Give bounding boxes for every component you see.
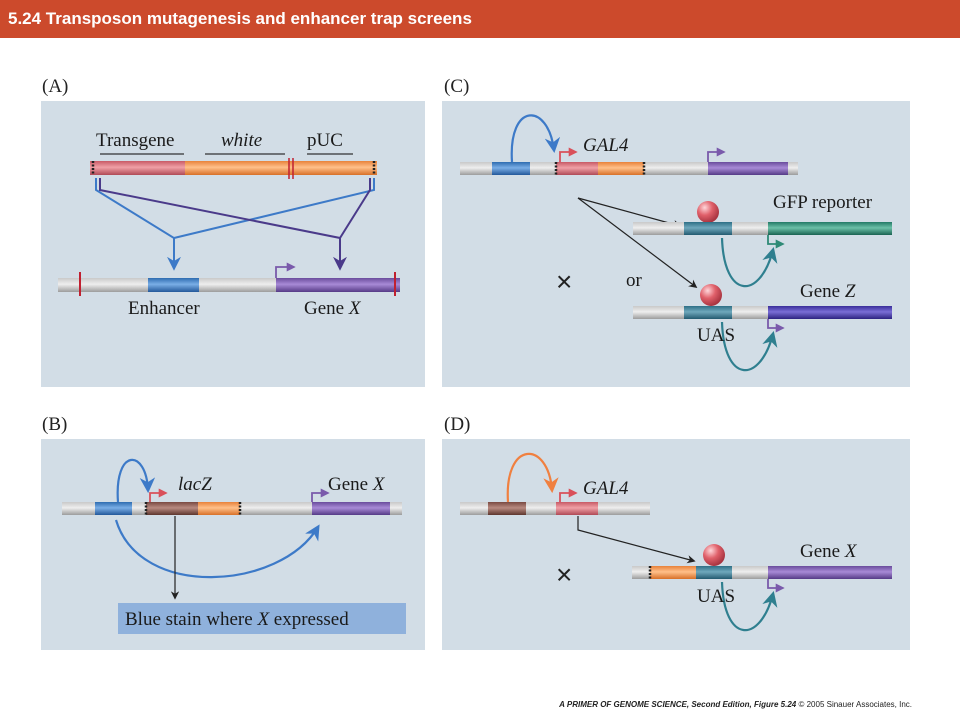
- footer-book-citation: A PRIMER OF GENOME SCIENCE, Second Editi…: [559, 700, 797, 709]
- uas-segment: [696, 566, 732, 579]
- enhancer-segment: [95, 502, 132, 515]
- blue-stain-box: [118, 603, 406, 634]
- enhancer-segment: [488, 502, 526, 515]
- blue-stain-label: Blue stain where X expressed: [125, 609, 349, 630]
- gene-x-segment: [276, 278, 400, 292]
- gene-segment: [708, 162, 788, 175]
- panel-d-box: [442, 439, 910, 650]
- enhancer-label: Enhancer: [128, 298, 200, 319]
- panel-d-diagram: GAL4 × Gene X UAS: [460, 452, 892, 632]
- uas-label: UAS: [697, 586, 735, 607]
- page-title: 5.24 Transposon mutagenesis and enhancer…: [8, 9, 472, 28]
- gal4-label: GAL4: [583, 478, 629, 499]
- white-segment: [650, 566, 696, 579]
- gal4-protein-sphere: [703, 544, 725, 566]
- panel-c-label: (C): [444, 76, 469, 97]
- footer-citation: A PRIMER OF GENOME SCIENCE, Second Editi…: [559, 700, 912, 709]
- panel-a-label: (A): [42, 76, 68, 97]
- panel-a-box: [41, 101, 425, 387]
- white-puc-segment: [185, 161, 377, 175]
- puc-label: pUC: [307, 130, 343, 151]
- gene-x-label: Gene X: [800, 541, 858, 562]
- gfp-segment: [768, 222, 892, 235]
- transgene-label: Transgene: [96, 130, 174, 151]
- panel-b-label: (B): [42, 414, 67, 435]
- uas-segment: [684, 222, 732, 235]
- enhancer-segment: [492, 162, 530, 175]
- panel-c-box: [442, 101, 910, 387]
- panel-c-diagram: GAL4 GFP reporter × or Gene Z UAS: [460, 114, 892, 372]
- gene-z-segment: [768, 306, 892, 319]
- lacz-label: lacZ: [178, 474, 212, 495]
- enhancer-segment: [148, 278, 199, 292]
- cross-symbol: ×: [556, 559, 572, 590]
- uas-segment: [684, 306, 732, 319]
- uas-label: UAS: [697, 325, 735, 346]
- gene-x-label: Gene X: [328, 474, 386, 495]
- gene-x-segment: [312, 502, 390, 515]
- lacz-segment: [146, 502, 198, 515]
- gene-x-segment: [768, 566, 892, 579]
- transgene-segment: [90, 161, 185, 175]
- panel-b-diagram: lacZ Gene X Blue stain where X expressed: [62, 458, 406, 634]
- footer-copyright: © 2005 Sinauer Associates, Inc.: [798, 700, 912, 709]
- cross-symbol: ×: [556, 266, 572, 297]
- panel-a-diagram: Transgene white pUC Enhancer Gene X: [58, 130, 400, 319]
- white-segment: [198, 502, 240, 515]
- white-segment: [598, 162, 644, 175]
- gfp-reporter-label: GFP reporter: [773, 192, 873, 213]
- or-label: or: [626, 270, 643, 291]
- header-bar: 5.24 Transposon mutagenesis and enhancer…: [0, 0, 960, 38]
- gal4-segment: [556, 502, 598, 515]
- gal4-protein-sphere: [697, 201, 719, 223]
- gal4-segment: [556, 162, 598, 175]
- panel-d-label: (D): [444, 414, 470, 435]
- gene-z-label: Gene Z: [800, 281, 856, 302]
- gal4-protein-sphere: [700, 284, 722, 306]
- gene-x-label: Gene X: [304, 298, 362, 319]
- gal4-label: GAL4: [583, 135, 629, 156]
- white-label: white: [221, 130, 262, 151]
